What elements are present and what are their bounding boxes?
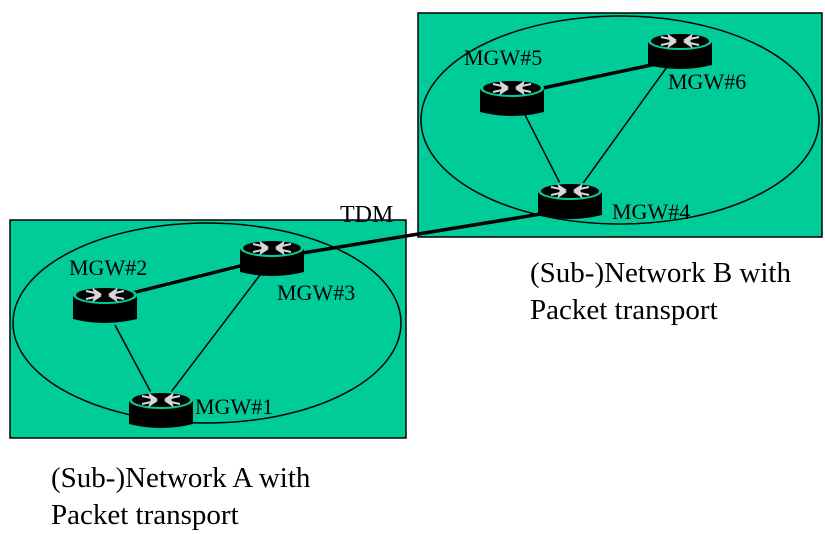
network-a-caption-line1: (Sub-)Network A with bbox=[51, 462, 311, 494]
network-b-caption: (Sub-)Network B with Packet transport bbox=[530, 255, 791, 329]
router-icon bbox=[239, 238, 305, 277]
mgw5-label: MGW#5 bbox=[464, 45, 542, 70]
network-a-area bbox=[9, 219, 407, 439]
mgw4-label: MGW#4 bbox=[612, 199, 690, 224]
link-tdm-mgw4-mgw3 bbox=[271, 208, 566, 260]
router-icon bbox=[537, 181, 603, 220]
tdm-link-label: TDM bbox=[340, 202, 393, 228]
network-b-caption-line2: Packet transport bbox=[530, 294, 718, 326]
link-mgw6-mgw4 bbox=[575, 59, 673, 194]
router-icon bbox=[72, 285, 138, 324]
network-b-area bbox=[417, 12, 823, 238]
mgw2-label: MGW#2 bbox=[69, 255, 147, 280]
router-icon bbox=[479, 78, 545, 117]
link-mgw5-mgw4 bbox=[519, 104, 567, 196]
network-a-caption: (Sub-)Network A with Packet transport bbox=[51, 460, 310, 534]
link-mgw2-mgw1 bbox=[114, 324, 156, 401]
network-b-ellipse bbox=[420, 15, 820, 225]
network-b-caption-line1: (Sub-)Network B with bbox=[530, 257, 791, 289]
router-icon bbox=[128, 390, 194, 429]
mgw3-label: MGW#3 bbox=[277, 280, 355, 305]
network-a-ellipse bbox=[12, 222, 402, 424]
network-a bbox=[9, 219, 407, 439]
mgw6-label: MGW#6 bbox=[668, 69, 746, 94]
mgw1-label: MGW#1 bbox=[195, 394, 273, 419]
network-a-caption-line2: Packet transport bbox=[51, 499, 239, 531]
network-b bbox=[417, 12, 823, 238]
router-icon bbox=[647, 31, 713, 70]
link-mgw3-mgw1 bbox=[164, 274, 261, 401]
